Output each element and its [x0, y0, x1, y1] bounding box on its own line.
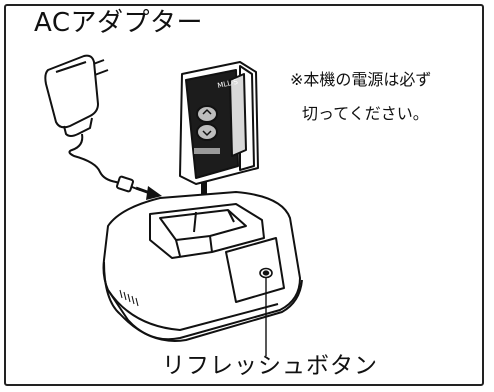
diagram-frame [4, 4, 484, 386]
plug-arrow-icon [135, 186, 162, 200]
battery-pack-icon [179, 61, 259, 185]
refresh-button-icon [259, 267, 273, 279]
ac-adapter-icon [44, 54, 141, 193]
note-line-2: 切ってください。 [302, 104, 429, 123]
charger-icon [102, 191, 303, 342]
note-line-1: ※本機の電源は必ず [290, 70, 432, 89]
refresh-button-label: リフレッシュボタン [162, 353, 378, 379]
diagram-title: ACアダプター [34, 8, 203, 38]
